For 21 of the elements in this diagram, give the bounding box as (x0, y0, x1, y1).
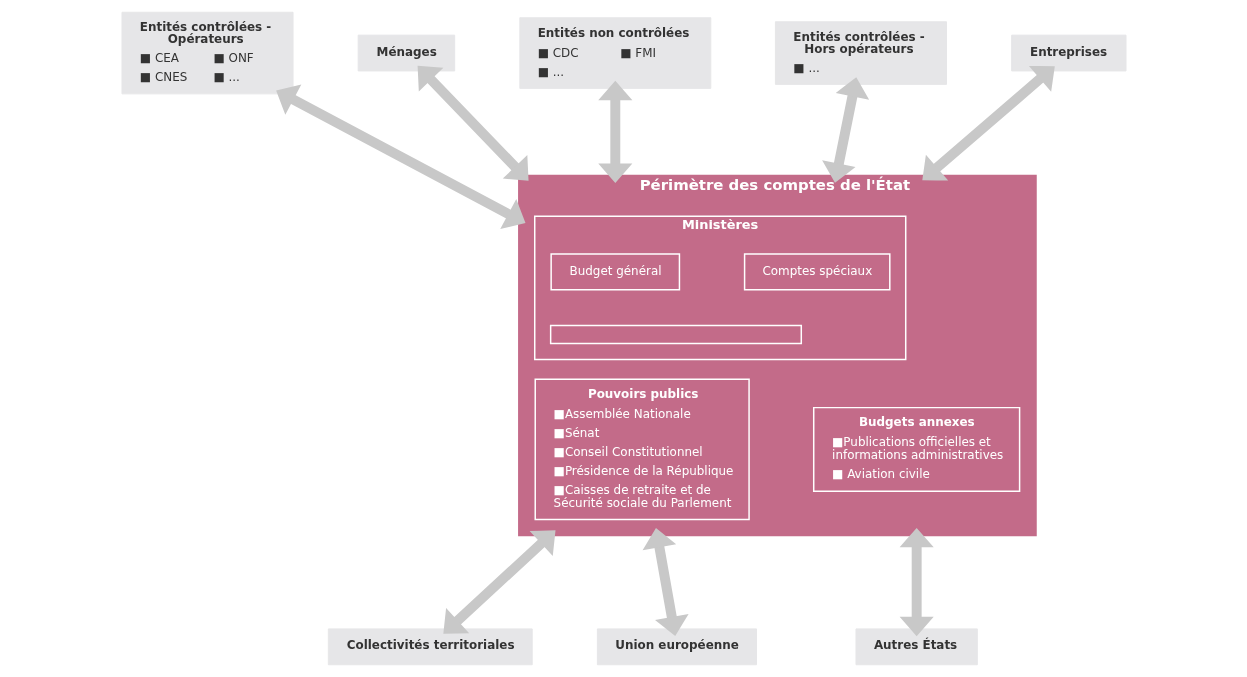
node-box (549, 324, 802, 345)
node-box: Entreprises (1010, 34, 1126, 72)
arrow (275, 84, 525, 230)
arrow (442, 530, 555, 634)
node-box: Autres États (855, 628, 978, 666)
node-box: Ménages (357, 34, 455, 72)
node-box: Entités contrôlées - Hors opérateurs ■ ... (774, 21, 947, 85)
node-box: Pouvoirs publics ■Assemblée Nationale ■Sénat ■Conseil Constitutionnel ■Présidence de la République ■Caisses de retraite et de Sécurité sociale du Parlement (534, 378, 750, 521)
arrow (597, 80, 632, 183)
node-box: Budget général (549, 253, 680, 291)
node-box: Entités contrôlées - Opérateurs ■ CEA ■ ONF ■ CNES ■ ... (121, 11, 294, 95)
node-box: Comptes spéciaux (743, 253, 891, 291)
node-box: Budgets annexes ■Publications officielles et informations administratives ■ Aviation civile (812, 406, 1020, 492)
arrow (417, 65, 529, 181)
node-box: Union européenne (596, 628, 757, 666)
arrow (899, 527, 934, 637)
arrow (921, 65, 1055, 181)
arrow (642, 528, 689, 637)
arrow (821, 77, 869, 183)
node-box: Collectivités territoriales (327, 628, 533, 666)
node-box: Entités non contrôlées ■ CDC ■ FMI ■ ... (518, 17, 711, 89)
